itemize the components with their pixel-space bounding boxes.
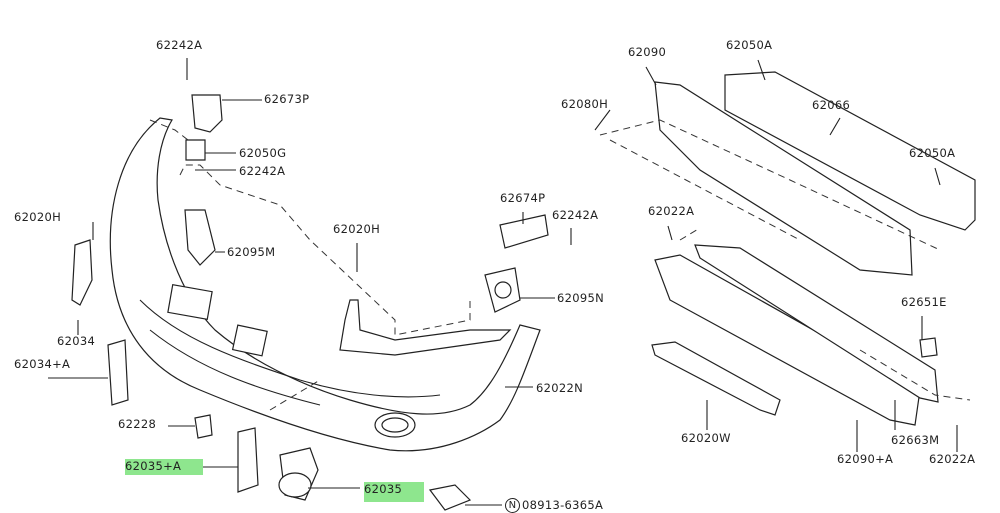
part-label-62242A: 62242A [156, 38, 203, 52]
part-label-62034-A: 62034+A [14, 357, 71, 371]
part-label-62020H: 62020H [333, 222, 381, 236]
part-label-62090: 62090 [628, 45, 667, 59]
part-label-62663M: 62663M [891, 433, 940, 447]
part-label-62673P: 62673P [264, 92, 310, 106]
part-label-62022A: 62022A [648, 204, 695, 218]
part-label-62020H: 62020H [14, 210, 62, 224]
part-label-62022N: 62022N [536, 381, 583, 395]
part-label-62080H: 62080H [561, 97, 609, 111]
part-label-62050A: 62050A [726, 38, 773, 52]
part-label-62095M: 62095M [227, 245, 276, 259]
part-label-62050G: 62050G [239, 146, 287, 160]
part-label-62090-A: 62090+A [837, 452, 894, 466]
part-label-62228: 62228 [118, 417, 157, 431]
part-label-62651E: 62651E [901, 295, 947, 309]
part-label-62035-A-highlighted: 62035+A [125, 459, 204, 475]
part-label-62050A: 62050A [909, 146, 956, 160]
part-label-62674P: 62674P [500, 191, 546, 205]
part-label-62034: 62034 [57, 334, 96, 348]
part-label-62020W: 62020W [681, 431, 731, 445]
bumper-cover [109, 117, 541, 452]
part-label-62242A: 62242A [239, 164, 286, 178]
part-label-62095N: 62095N [557, 291, 604, 305]
part-label-62242A: 62242A [552, 208, 599, 222]
part-label-62022A: 62022A [929, 452, 976, 466]
bumper-reinforcement [724, 71, 976, 231]
nut-symbol-circle: N [505, 498, 520, 513]
part-label-62035-highlighted: 62035 [364, 482, 425, 502]
part-label-08913-6365A: 08913-6365A [522, 498, 604, 512]
part-label-62066: 62066 [812, 98, 851, 112]
